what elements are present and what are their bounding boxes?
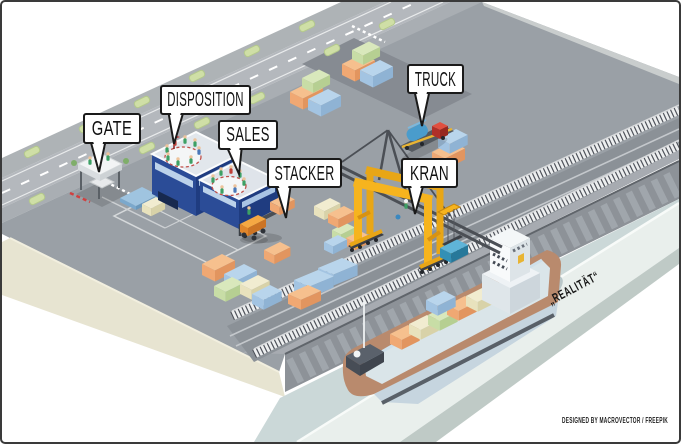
- callout-stacker: STACKER: [267, 158, 342, 219]
- gate-label: GATE: [92, 117, 133, 140]
- disposition-label: DISPOSITION: [167, 88, 244, 111]
- reach-stacker: [240, 194, 295, 243]
- quay-edge: [2, 237, 285, 397]
- sales-meeting-circle: [211, 165, 247, 197]
- callout-gate: GATE: [83, 113, 141, 173]
- container-ship: [342, 228, 563, 405]
- attribution-text: DESIGNED BY MACROVECTOR / FREEPIK: [562, 416, 668, 425]
- truck-label: TRUCK: [415, 68, 456, 91]
- container-truck: [400, 119, 454, 163]
- ship-superstructure: [482, 228, 540, 314]
- callout-disposition: DISPOSITION: [160, 85, 251, 145]
- callout-kran: KRAN: [401, 158, 458, 215]
- kran-label: KRAN: [410, 162, 449, 185]
- flatbed-trailer: [120, 187, 166, 217]
- callout-truck: TRUCK: [407, 64, 464, 127]
- callout-sales: SALES: [218, 120, 278, 178]
- sales-label: SALES: [226, 123, 270, 146]
- stacker-label: STACKER: [275, 162, 335, 185]
